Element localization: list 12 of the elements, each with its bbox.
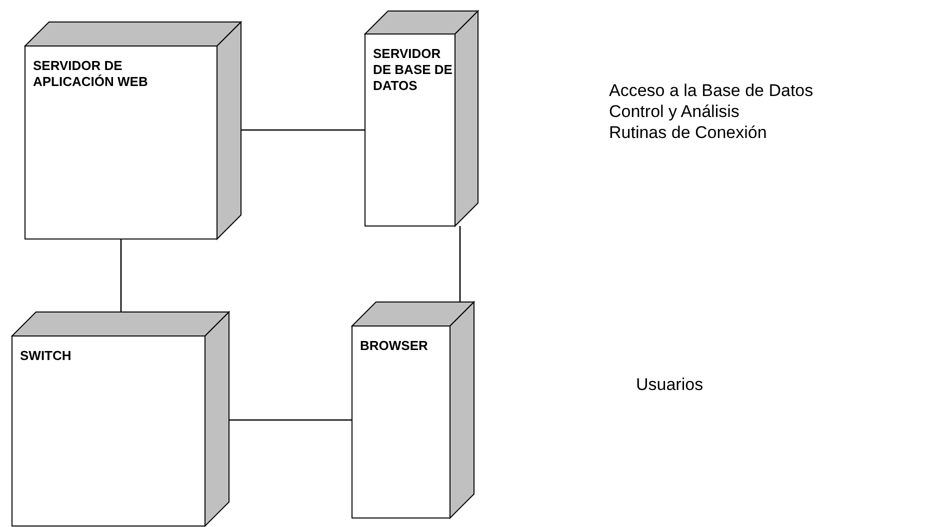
annotation-text: Rutinas de Conexión bbox=[609, 122, 767, 143]
annotation-text: Control y Análisis bbox=[609, 101, 740, 122]
node-label: SERVIDOR DE APLICACIÓN WEB bbox=[33, 58, 149, 90]
connector-line bbox=[241, 129, 365, 131]
annotation-text: Acceso a la Base de Datos bbox=[609, 80, 814, 101]
connector-line bbox=[229, 419, 352, 421]
connector-line bbox=[459, 226, 461, 302]
node-label: SERVIDOR DE BASE DE DATOS bbox=[373, 46, 454, 94]
node-label: SWITCH bbox=[20, 348, 72, 364]
connector-line bbox=[120, 239, 122, 312]
annotation-text: Usuarios bbox=[636, 374, 704, 395]
node-label: BROWSER bbox=[360, 338, 429, 354]
